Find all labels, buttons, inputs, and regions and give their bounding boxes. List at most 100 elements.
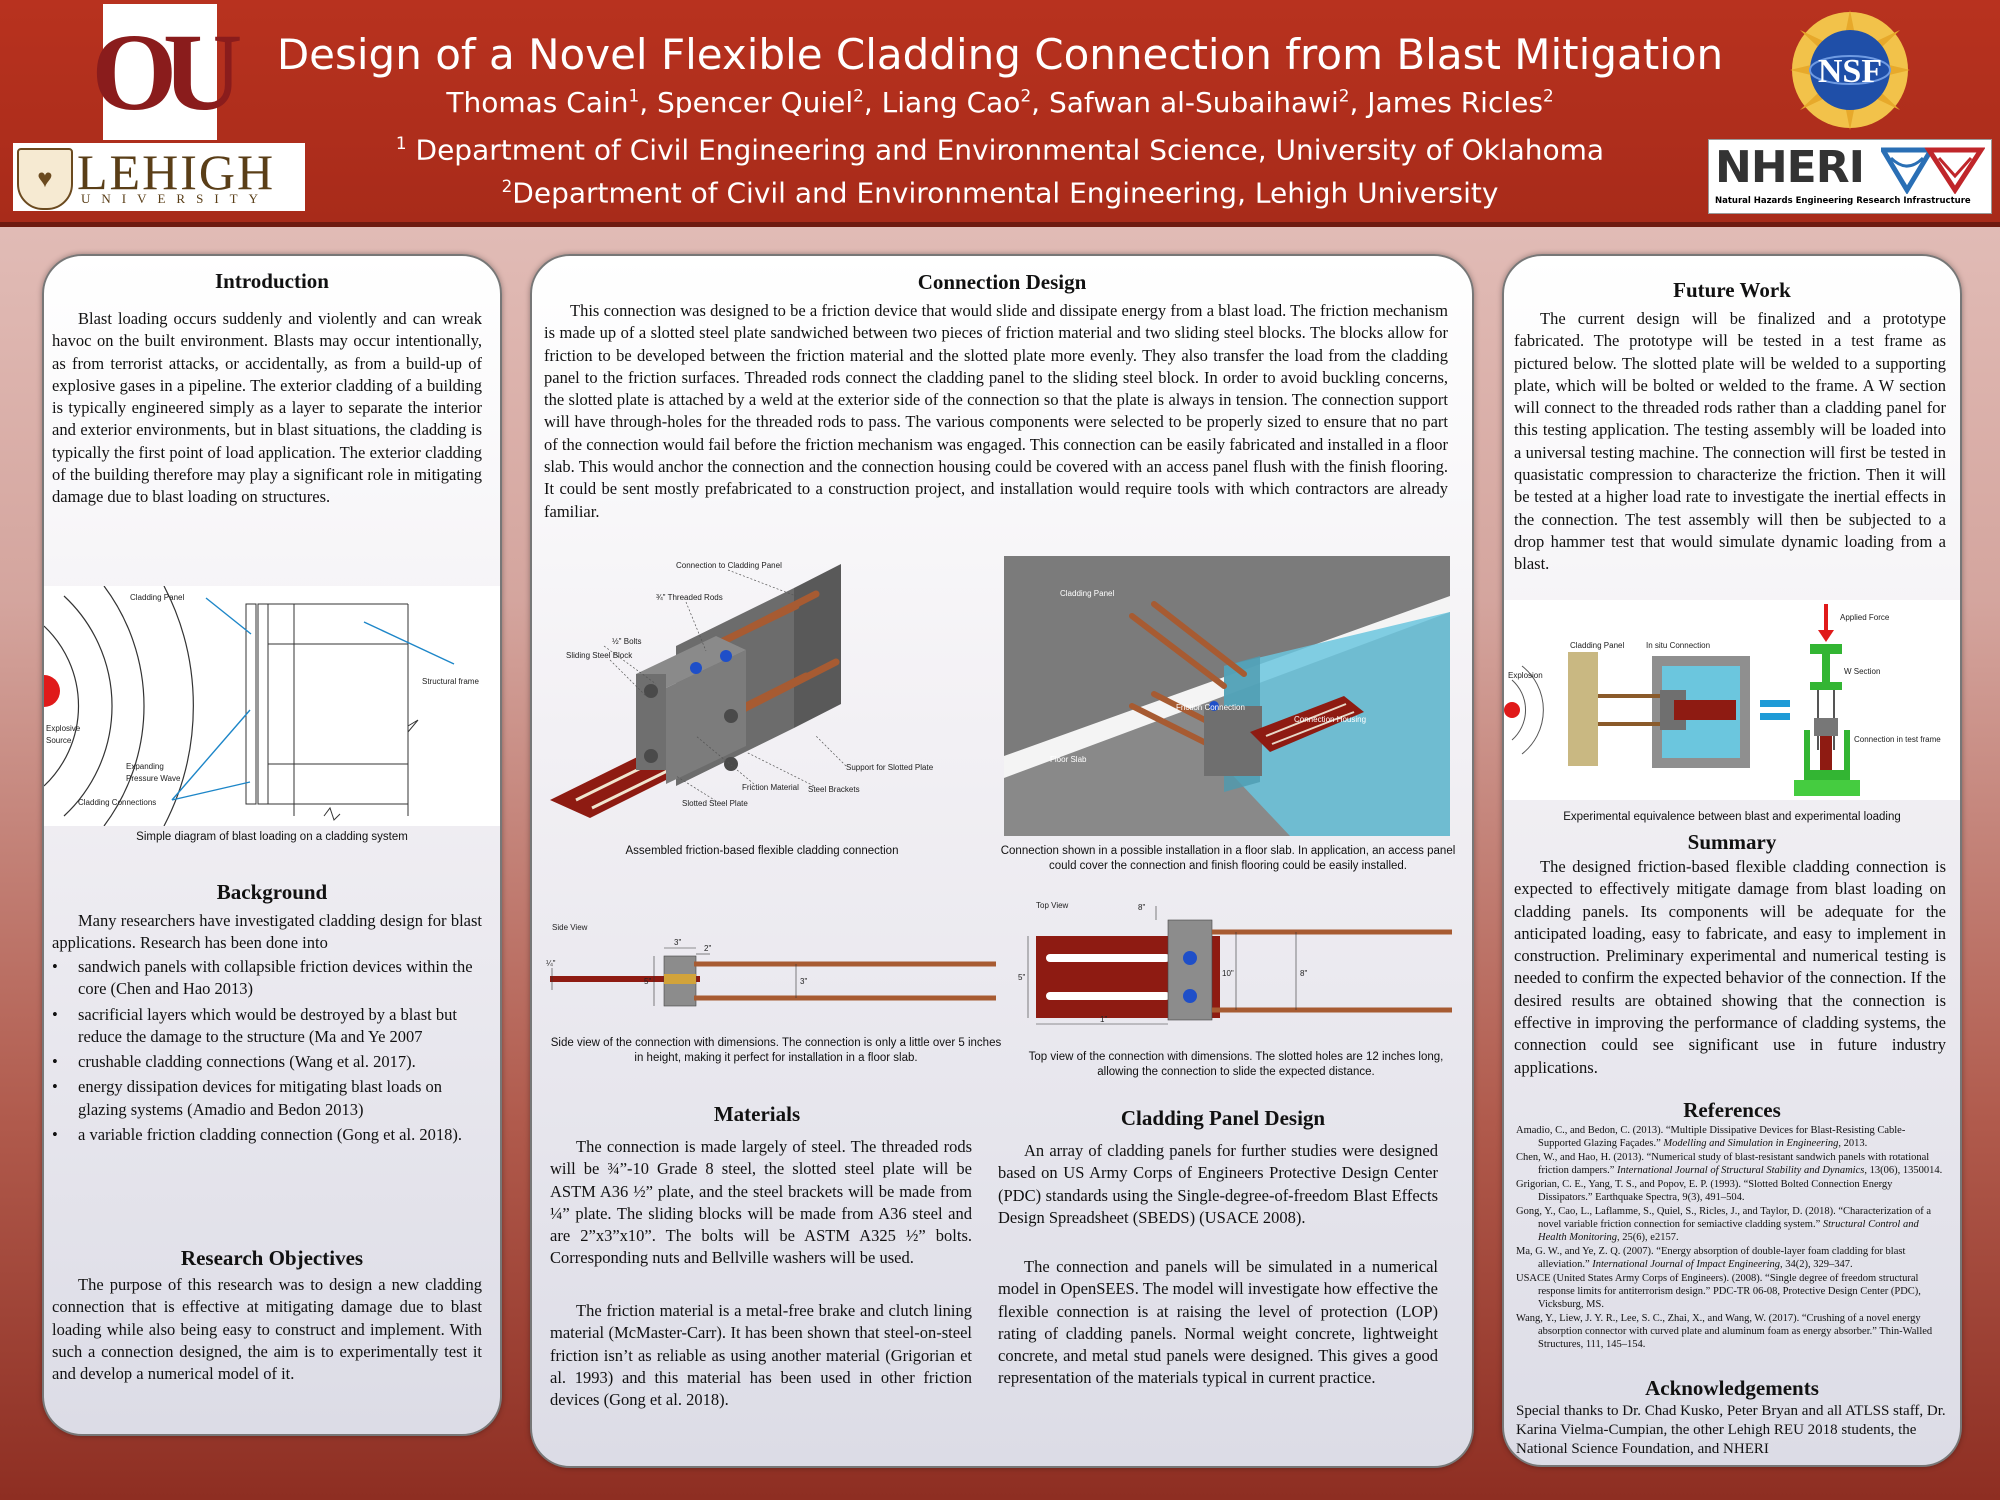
author-4: Safwan al-Subaihawi2, — [1048, 86, 1368, 120]
cladding-panel-design-text-2: The connection and panels will be simula… — [998, 1257, 1438, 1388]
side-friction-material — [664, 974, 696, 984]
label-structural-frame: Structural frame — [422, 677, 479, 686]
test-equivalence-figure: Explosion Cladding Panel In situ Connect… — [1504, 600, 1960, 800]
label-steel-brackets: Steel Brackets — [808, 785, 860, 794]
lehigh-logo-subtext: UNIVERSITY — [81, 191, 269, 206]
reference-item: Chen, W., and Hao, H. (2013). “Numerical… — [1516, 1152, 1943, 1176]
background-text: Many researchers have investigated cladd… — [52, 911, 482, 953]
lehigh-seal-icon: ♥ — [17, 148, 73, 210]
label-pressure-wave: Pressure Wave — [126, 774, 181, 783]
materials-text-2: The friction material is a metal-free br… — [550, 1301, 972, 1410]
materials-text-1: The connection is made largely of steel.… — [550, 1137, 972, 1268]
nheri-waves-icon — [1881, 147, 1985, 194]
blast-diagram-caption: Simple diagram of blast loading on a cla… — [136, 831, 408, 843]
reference-item: Gong, Y., Cao, L., Laflamme, S., Quiel, … — [1516, 1206, 1932, 1243]
affiliation-1: 1 Department of Civil Engineering and En… — [395, 133, 1605, 167]
affiliation-2: 2Department of Civil and Environmental E… — [501, 176, 1499, 210]
reference-item: Grigorian, C. E., Yang, T. S., and Popov… — [1516, 1179, 1893, 1203]
poster-title: Design of a Novel Flexible Cladding Conn… — [276, 30, 1724, 79]
future-work-text: The current design will be finalized and… — [1514, 309, 1946, 574]
nsf-logo: NSF — [1790, 10, 1910, 130]
label-connection-test-frame: Connection in test frame — [1854, 735, 1941, 744]
dim-2-inch: 2" — [704, 944, 711, 953]
label-friction-material: Friction Material — [742, 783, 799, 792]
support-plate-side — [794, 564, 841, 728]
label-leaders — [603, 569, 847, 802]
top-view-caption: Top view of the connection with dimensio… — [1028, 1051, 1444, 1078]
ou-logo-mark: OU — [91, 10, 243, 133]
label-leaders — [171, 597, 455, 801]
right-column-panel: Future Work The current design will be f… — [1502, 254, 1962, 1467]
dim-5-inch: 5" — [644, 977, 651, 986]
label-cladding-connections: Cladding Connections — [78, 798, 156, 807]
cladding-panel-design-text-1: An array of cladding panels for further … — [998, 1141, 1438, 1227]
floor-slab-drawing: Cladding Panel Friction Connection Conne… — [1004, 556, 1450, 836]
top-bolt-heads — [1183, 951, 1197, 1003]
dim-10-inch: 10" — [1222, 969, 1234, 978]
acknowledgements-heading: Acknowledgements — [1645, 1376, 1819, 1400]
connection-design-text: This connection was designed to be a fri… — [544, 301, 1448, 521]
label-expanding: Expanding — [126, 762, 164, 771]
nsf-logo-text: NSF — [1818, 53, 1882, 90]
test-equivalence-drawing: Explosion Cladding Panel In situ Connect… — [1504, 604, 1941, 796]
middle-column-panel: Connection Design This connection was de… — [530, 254, 1474, 1468]
equals-sign-icon — [1760, 700, 1790, 720]
lehigh-logo-text: LEHIGH — [77, 144, 276, 200]
label-cladding-panel: Cladding Panel — [1060, 589, 1114, 598]
connection-design-heading: Connection Design — [917, 270, 1087, 294]
cladding-panel-design-heading: Cladding Panel Design — [1120, 1106, 1326, 1130]
author-5: James Ricles2 — [1367, 86, 1554, 120]
research-objectives-text: The purpose of this research was to desi… — [52, 1275, 482, 1384]
label-cladding-panel: Cladding Panel — [130, 593, 184, 602]
dim-5-inch-top: 5" — [1018, 973, 1025, 982]
ou-logo: OU — [91, 4, 243, 140]
side-threaded-rods — [694, 961, 996, 1001]
acknowledgements-text: Special thanks to Dr. Chad Kusko, Peter … — [1516, 1403, 1946, 1457]
dim-8-inch-top: 8" — [1138, 903, 1145, 912]
label-slotted-steel-plate: Slotted Steel Plate — [682, 799, 748, 808]
nheri-logo-text: NHERI — [1715, 142, 1865, 193]
bolt-head — [1209, 701, 1219, 711]
background-list-item: sandwich panels with collapsible frictio… — [52, 956, 482, 1001]
pressure-wave-arcs — [44, 585, 194, 827]
assembled-connection-drawing: Connection to Cladding Panel ¾" Threaded… — [550, 561, 934, 818]
label-explosive: Explosive — [46, 724, 81, 733]
dim-1-inch: 1" — [1100, 1015, 1107, 1024]
floor-slab-caption: Connection shown in a possible installat… — [1000, 845, 1456, 872]
materials-heading: Materials — [713, 1102, 801, 1126]
explosive-source-icon — [44, 675, 60, 707]
summary-text: The designed friction-based flexible cla… — [1514, 857, 1946, 1077]
introduction-heading: Introduction — [215, 269, 329, 293]
author-3: Liang Cao2, — [881, 86, 1049, 120]
test-equivalence-caption: Experimental equivalence between blast a… — [1563, 811, 1901, 823]
blast-diagram-figure: Cladding Panel Structural frame Explosiv… — [44, 585, 500, 827]
cladding-panel-shape — [245, 603, 269, 805]
assembled-connection-caption: Assembled friction-based flexible claddi… — [625, 845, 899, 857]
research-objectives-heading: Research Objectives — [180, 1246, 364, 1270]
reference-item: USACE (United States Army Corps of Engin… — [1516, 1273, 1921, 1310]
blast-wave-arcs — [1511, 665, 1544, 755]
side-view-figure: Side View 3" 2" 5" 3" ¼" — [546, 908, 1006, 1018]
dim-3-inch: 3" — [674, 938, 681, 947]
side-view-title: Side View — [552, 923, 588, 932]
top-plate-slots — [1046, 954, 1170, 1000]
background-heading: Background — [216, 880, 328, 904]
nheri-logo-subtext: Natural Hazards Engineering Research Inf… — [1715, 196, 1971, 206]
summary-heading: Summary — [1687, 830, 1777, 854]
label-cladding-panel: Cladding Panel — [1570, 641, 1624, 650]
label-connection-to-cladding-panel: Connection to Cladding Panel — [676, 561, 782, 570]
dim-8-inch: 8" — [1300, 969, 1307, 978]
poster-header: OU ♥ LEHIGH UNIVERSITY Design of a Novel… — [0, 0, 2000, 227]
label-sliding-steel-block: Sliding Steel Block — [566, 651, 633, 660]
label-threaded-rods: ¾" Threaded Rods — [656, 593, 723, 602]
author-1: Thomas Cain1, — [446, 86, 658, 120]
label-friction-connection: Friction Connection — [1176, 703, 1245, 712]
top-view-title: Top View — [1036, 901, 1069, 910]
label-floor-slab: Floor Slab — [1050, 755, 1087, 764]
cladding-panel-block — [1568, 652, 1598, 766]
reference-item: Ma, G. W., and Ye, Z. Q. (2007). “Energy… — [1516, 1246, 1906, 1270]
top-sliding-block — [1167, 919, 1213, 1021]
background-list-item: crushable cladding connections (Wang et … — [52, 1051, 482, 1074]
slotted-plate — [1250, 696, 1364, 752]
background-list: sandwich panels with collapsible frictio… — [52, 956, 482, 1149]
